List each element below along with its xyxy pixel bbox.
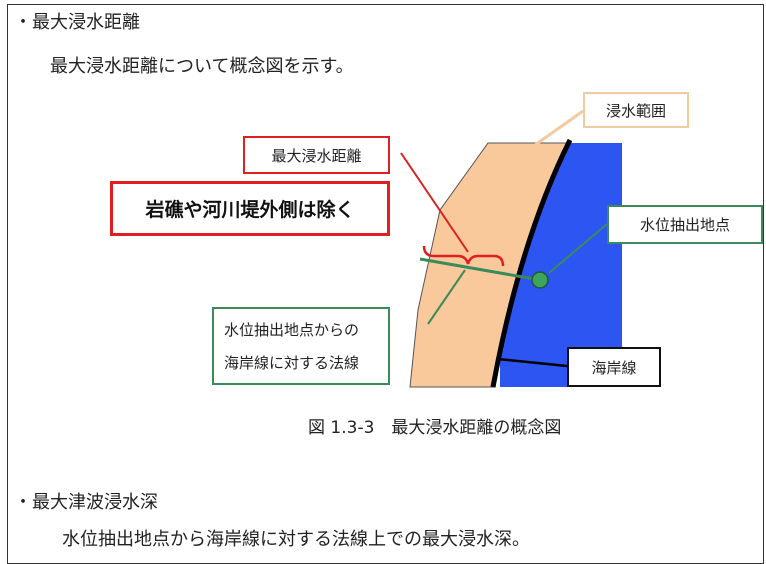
label-exclusion-note: 岩礁や河川堤外側は除く bbox=[110, 181, 390, 236]
label-normal-line-1: 水位抽出地点からの bbox=[224, 321, 360, 339]
extraction-point-marker bbox=[531, 271, 549, 289]
max-distance-leader bbox=[400, 152, 469, 253]
inundation-range-leader bbox=[534, 109, 584, 147]
extraction-point-leader bbox=[548, 223, 608, 274]
label-extraction-point: 水位抽出地点 bbox=[607, 205, 763, 244]
section-body-max-inundation-distance: 最大浸水距離について概念図を示す。 bbox=[50, 56, 354, 77]
normal-line bbox=[419, 257, 541, 282]
shoreline-line bbox=[490, 138, 573, 388]
label-max-inundation-distance: 最大浸水距離 bbox=[243, 136, 390, 174]
label-inundation-range: 浸水範囲 bbox=[583, 92, 689, 128]
normal-line-leader bbox=[427, 269, 466, 325]
label-shoreline: 海岸線 bbox=[567, 347, 661, 387]
label-normal-line-2: 海岸線に対する法線 bbox=[224, 354, 360, 372]
shoreline-leader bbox=[497, 357, 568, 368]
section-body-max-tsunami-depth: 水位抽出地点から海岸線に対する法線上での最大浸水深。 bbox=[62, 529, 530, 550]
section-heading-max-inundation-distance: ・最大浸水距離 bbox=[14, 12, 140, 33]
section-heading-max-tsunami-depth: ・最大津波浸水深 bbox=[14, 492, 158, 513]
figure-caption: 図 1.3-3 最大浸水距離の概念図 bbox=[308, 418, 562, 438]
label-normal-line: 水位抽出地点からの 海岸線に対する法線 bbox=[212, 307, 390, 385]
max-distance-brace bbox=[422, 245, 505, 267]
